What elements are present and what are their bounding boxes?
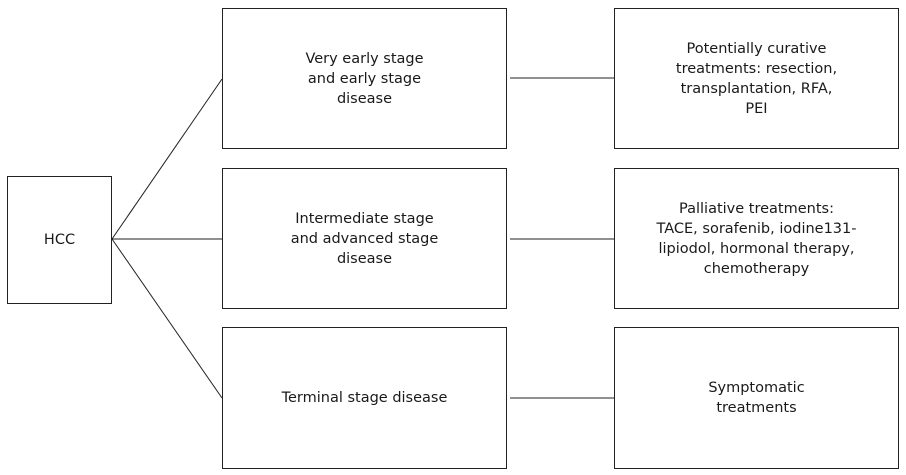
treatment-curative-line: Potentially curative [686, 40, 827, 57]
connector-hcc-to-early-stage [111, 78, 223, 240]
treatment-symptomatic-text: Symptomatic treatments [708, 378, 804, 418]
stage-early-line: Very early stage [305, 50, 424, 67]
treatment-curative-line: transplantation, RFA, [680, 80, 833, 97]
stage-intermediate-node: Intermediate stage and advanced stage di… [222, 168, 507, 309]
stage-intermediate-line: Intermediate stage [295, 210, 434, 227]
stage-intermediate-text: Intermediate stage and advanced stage di… [291, 209, 439, 269]
treatment-symptomatic-node: Symptomatic treatments [614, 327, 899, 469]
treatment-palliative-node: Palliative treatments: TACE, sorafenib, … [614, 168, 899, 309]
treatment-palliative-line: chemotherapy [703, 260, 810, 277]
stage-terminal-node: Terminal stage disease [222, 327, 507, 469]
treatment-palliative-line: lipiodol, hormonal therapy, [658, 240, 855, 257]
connector-hcc-to-terminal-stage [111, 238, 223, 399]
treatment-palliative-text: Palliative treatments: TACE, sorafenib, … [657, 199, 857, 279]
hcc-node: HCC [7, 176, 112, 304]
treatment-curative-node: Potentially curative treatments: resecti… [614, 8, 899, 149]
treatment-curative-line: treatments: resection, [675, 60, 838, 77]
stage-early-line: disease [336, 90, 393, 107]
treatment-symptomatic-line: Symptomatic [708, 380, 805, 396]
stage-early-node: Very early stage and early stage disease [222, 8, 507, 149]
stage-early-text: Very early stage and early stage disease [305, 49, 423, 109]
treatment-curative-line: PEI [745, 100, 768, 117]
stage-terminal-line: Terminal stage disease [281, 390, 448, 406]
treatment-curative-text: Potentially curative treatments: resecti… [676, 39, 837, 119]
treatment-symptomatic-line: treatments [716, 400, 797, 416]
stage-intermediate-line: and advanced stage [290, 230, 439, 247]
treatment-palliative-line: TACE, sorafenib, iodine131- [656, 220, 857, 237]
stage-intermediate-line: disease [336, 250, 393, 267]
stage-early-line: and early stage [307, 70, 422, 87]
stage-terminal-text: Terminal stage disease [282, 388, 448, 408]
hcc-label: HCC [43, 232, 76, 248]
treatment-palliative-line: Palliative treatments: [679, 200, 834, 217]
